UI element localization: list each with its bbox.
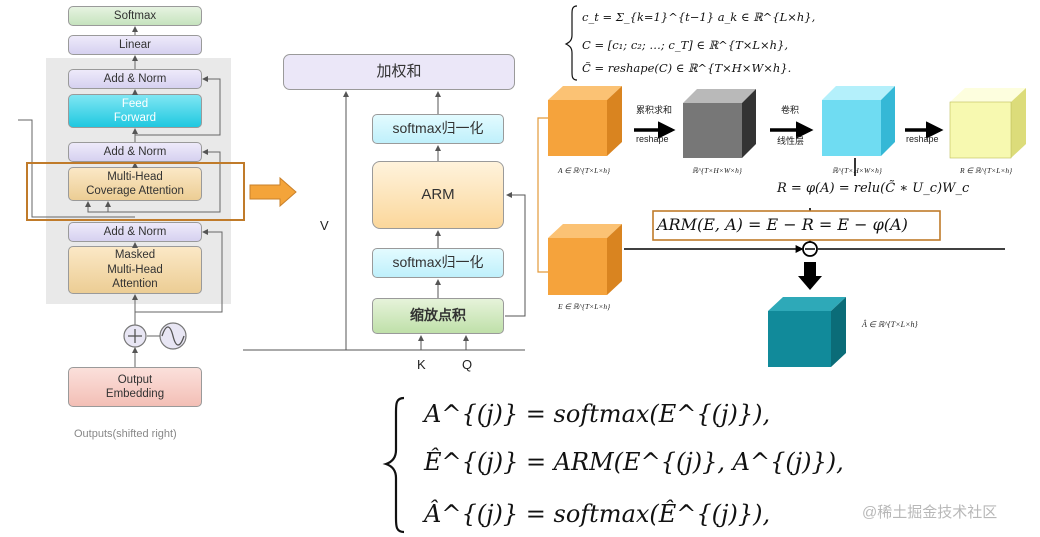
step1-label-bottom: reshape xyxy=(636,134,669,144)
formula-r: R = φ(A) = relu(C̃ ∗ U_c)W_c xyxy=(777,181,970,196)
label-r: R ∈ ℝ^{T×L×h} xyxy=(960,166,1013,175)
step2-label-top: 卷积 xyxy=(781,105,800,115)
highlight-frame xyxy=(26,162,245,221)
down-arrow xyxy=(798,262,822,290)
step2-label-bottom: 线性层 xyxy=(777,136,805,146)
linear-box: Linear xyxy=(68,35,202,55)
masked-multi-head-attention-box: Masked Multi-Head Attention xyxy=(68,246,202,294)
weighted-sum-box: 加权和 xyxy=(283,54,515,90)
feed-forward-box: Feed Forward xyxy=(68,94,202,128)
arm-block-lines xyxy=(243,91,526,351)
residual-lines xyxy=(18,76,223,313)
add-norm-bottom: Add & Norm xyxy=(68,222,202,242)
v-label: V xyxy=(320,218,329,233)
add-norm-top: Add & Norm xyxy=(68,69,202,89)
zoom-arrow xyxy=(249,176,297,208)
cube-a-hat-teal xyxy=(768,297,846,367)
k-label: K xyxy=(417,357,426,372)
step1-label-top: 累积求和 xyxy=(636,105,673,115)
formula-c: C = [c₁; c₂; …; c_T] ∈ ℝ^{T×L×h}, xyxy=(582,38,789,52)
input-bracket xyxy=(537,117,548,273)
cube-yellow xyxy=(949,88,1026,159)
softmax-norm-bottom-box: softmax归一化 xyxy=(372,248,504,278)
softmax-box: Softmax xyxy=(68,6,202,26)
q-label: Q xyxy=(462,357,473,372)
label-a: A ∈ ℝ^{T×L×h} xyxy=(558,166,611,175)
output-embedding-box: Output Embedding xyxy=(68,367,202,407)
equation-2: Ê^{(j)} = ARM(E^{(j)}, A^{(j)}), xyxy=(424,448,844,476)
label-a-hat: Â ∈ ℝ^{T×L×h} xyxy=(862,320,918,329)
label-e: E ∈ ℝ^{T×L×h} xyxy=(558,302,611,311)
equations-brace xyxy=(382,396,405,534)
formula-brace xyxy=(564,5,578,81)
equation-1: A^{(j)} = softmax(E^{(j)}), xyxy=(424,400,771,428)
formula-c-tilde: C̃ = reshape(C) ∈ ℝ^{T×H×W×h}. xyxy=(582,61,792,75)
step3-label-bottom: reshape xyxy=(906,134,939,144)
cube-cyan xyxy=(822,86,895,156)
cube-gray xyxy=(683,89,756,158)
softmax-norm-top-box: softmax归一化 xyxy=(372,114,504,144)
label-cyan: ℝ^{T×H×W×h} xyxy=(832,166,882,175)
add-norm-middle: Add & Norm xyxy=(68,142,202,162)
formula-ct: c_t = Σ_{k=1}^{t−1} a_k ∈ ℝ^{L×h}, xyxy=(582,10,816,24)
arm-formula-frame xyxy=(652,210,941,241)
cube-e-orange xyxy=(548,224,622,295)
formula-arm: ARM(E, A) = E − R = E − φ(A) xyxy=(657,215,908,234)
watermark: @稀土掘金技术社区 xyxy=(862,504,998,521)
positional-encoding-symbols xyxy=(123,322,187,350)
arm-box: ARM xyxy=(372,161,504,229)
outputs-shifted-right-label: Outputs(shifted right) xyxy=(74,428,177,440)
cube-a-orange xyxy=(548,86,622,156)
equation-3: Â^{(j)} = softmax(Ê^{(j)}), xyxy=(424,500,771,528)
scaled-dot-product-box: 缩放点积 xyxy=(372,298,504,334)
label-gray: ℝ^{T×H×W×h} xyxy=(692,166,742,175)
